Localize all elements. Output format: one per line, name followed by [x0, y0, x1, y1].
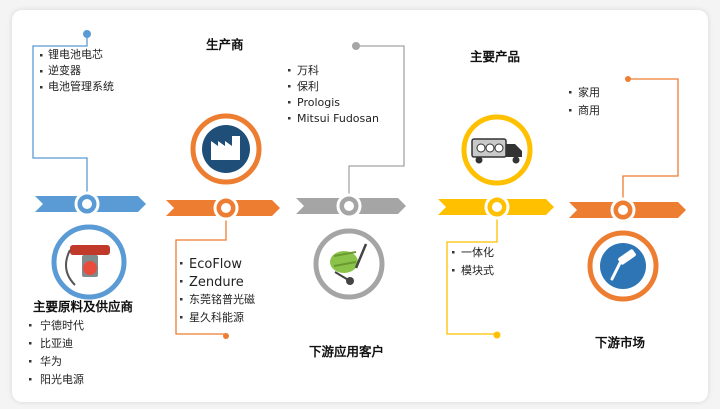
stage-main-products: 主要产品 一体化 模块式	[438, 49, 554, 339]
connector-line	[622, 78, 679, 202]
stage-raw-materials: 锂电池电芯 逆变器 电池管理系统 主要原料及供应商 宁德时代 比亚迪 华为 阳光…	[29, 30, 146, 386]
stage-manufacturers: 生产商 EcoFlow Zendure 东莞铭普光磁 星久科能源	[166, 37, 280, 339]
manufacturer-item: 星久科能源	[189, 310, 244, 324]
stage-title: 下游市场	[595, 335, 645, 350]
battery-cable-icon	[65, 245, 110, 286]
product-item: 模块式	[461, 264, 494, 277]
paint-roller-icon	[600, 243, 646, 289]
top-item: 电池管理系统	[48, 79, 114, 93]
connector-dot	[625, 76, 631, 82]
stage-downstream-market: 家用 商用 下游市场	[569, 76, 686, 350]
connector-dot	[223, 333, 229, 339]
connector-line	[446, 216, 498, 335]
stage-title: 主要产品	[470, 49, 520, 64]
customer-item: Prologis	[297, 96, 340, 109]
node-center	[492, 202, 502, 212]
stage-title: 主要原料及供应商	[33, 299, 133, 314]
supplier-item: 比亚迪	[40, 337, 73, 350]
supplier-item: 阳光电源	[40, 372, 84, 386]
connector-dot	[493, 331, 501, 339]
customer-item: 万科	[297, 63, 319, 77]
market-item: 家用	[578, 85, 600, 99]
node-center	[221, 203, 231, 213]
customer-item: Mitsui Fudosan	[297, 112, 379, 125]
cement-cart-icon	[330, 243, 368, 285]
manufacturer-item: EcoFlow	[189, 257, 242, 272]
connector-dot	[352, 42, 360, 50]
supplier-item: 宁德时代	[40, 318, 84, 332]
node-center	[344, 201, 354, 211]
stage-title: 生产商	[206, 37, 244, 52]
stage-downstream-customers: 万科 保利 Prologis Mitsui Fudosan 下游应用客户	[288, 42, 406, 359]
connector-line	[348, 45, 405, 198]
market-item: 商用	[578, 103, 600, 117]
manufacturer-item: Zendure	[189, 275, 244, 290]
connector-dot	[83, 30, 91, 38]
node-center	[618, 205, 628, 215]
truck-icon	[471, 138, 522, 164]
node-center	[82, 199, 92, 209]
manufacturer-item: 东莞铭普光磁	[189, 292, 255, 306]
supplier-item: 华为	[40, 354, 62, 368]
top-item: 锂电池电芯	[48, 47, 103, 61]
connector-line	[32, 36, 88, 204]
connector-line	[175, 212, 227, 335]
top-item: 逆变器	[48, 63, 81, 77]
customer-item: 保利	[297, 79, 319, 93]
stage-title: 下游应用客户	[309, 344, 384, 359]
product-item: 一体化	[461, 245, 494, 259]
